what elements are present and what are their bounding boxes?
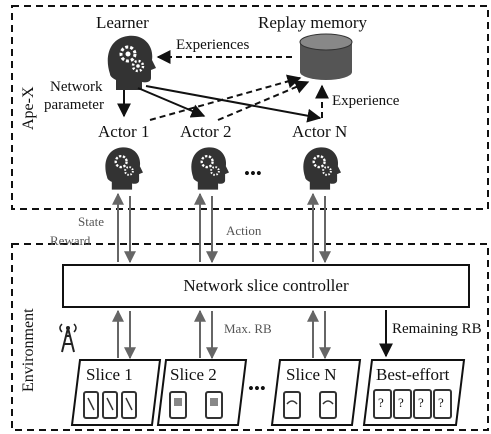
- best-effort-label: Best-effort: [376, 365, 450, 384]
- network-slice-controller: Network slice controller: [62, 264, 470, 308]
- experience-label: Experience: [332, 93, 400, 109]
- actor2-head-icon: [191, 147, 229, 190]
- wave-icon: [286, 400, 334, 405]
- actor2-label: Actor 2: [180, 122, 232, 141]
- environment-boundary: [11, 243, 489, 431]
- learner-label: Learner: [96, 13, 149, 32]
- sliceN-label: Slice N: [286, 365, 337, 384]
- network-parameter-label-2: parameter: [44, 97, 104, 113]
- network-parameter-label-1: Network: [50, 79, 103, 95]
- reward-label: Reward: [50, 233, 91, 248]
- experiences-label: Experiences: [176, 37, 250, 53]
- actor1-to-replay-arrow: [149, 74, 302, 121]
- slice-ellipsis: •••: [248, 379, 266, 398]
- question-icon: ?: [398, 395, 404, 410]
- actor-ellipsis: •••: [244, 164, 262, 183]
- handset-icon: [87, 397, 133, 411]
- question-icon: ?: [378, 395, 384, 410]
- remaining-rb-label: Remaining RB: [392, 321, 482, 337]
- max-rb-label: Max. RB: [224, 321, 272, 336]
- apex-section-label: Ape-X: [20, 86, 37, 130]
- actorN-label: Actor N: [292, 122, 348, 141]
- actor1-head-icon: [105, 147, 143, 190]
- wifi-device-icon: [283, 391, 337, 419]
- actor1-label: Actor 1: [98, 122, 150, 141]
- controller-label: Network slice controller: [183, 276, 349, 295]
- learner-to-actorN-arrow: [145, 85, 322, 123]
- actor-controller-links: [112, 192, 331, 264]
- controller-slice-links: [112, 309, 331, 360]
- antenna-icon: [59, 323, 77, 353]
- apex-boundary: [11, 5, 489, 210]
- action-label: Action: [226, 223, 262, 238]
- state-label: State: [78, 214, 104, 229]
- database-icon: [299, 33, 353, 80]
- actor2-to-replay-arrow: [217, 80, 310, 121]
- screen-icon: [174, 398, 218, 406]
- learner-head-icon: [107, 35, 156, 90]
- question-icon: ?: [438, 395, 444, 410]
- slice2-label: Slice 2: [170, 365, 217, 384]
- environment-section-label: Environment: [20, 308, 37, 392]
- actorN-head-icon: [303, 147, 341, 190]
- replay-memory-label: Replay memory: [258, 13, 368, 32]
- unknown-device-icon: [373, 389, 452, 419]
- slice1-label: Slice 1: [86, 365, 133, 384]
- learner-to-actor2-arrow: [137, 87, 206, 118]
- question-icon: ?: [418, 395, 424, 410]
